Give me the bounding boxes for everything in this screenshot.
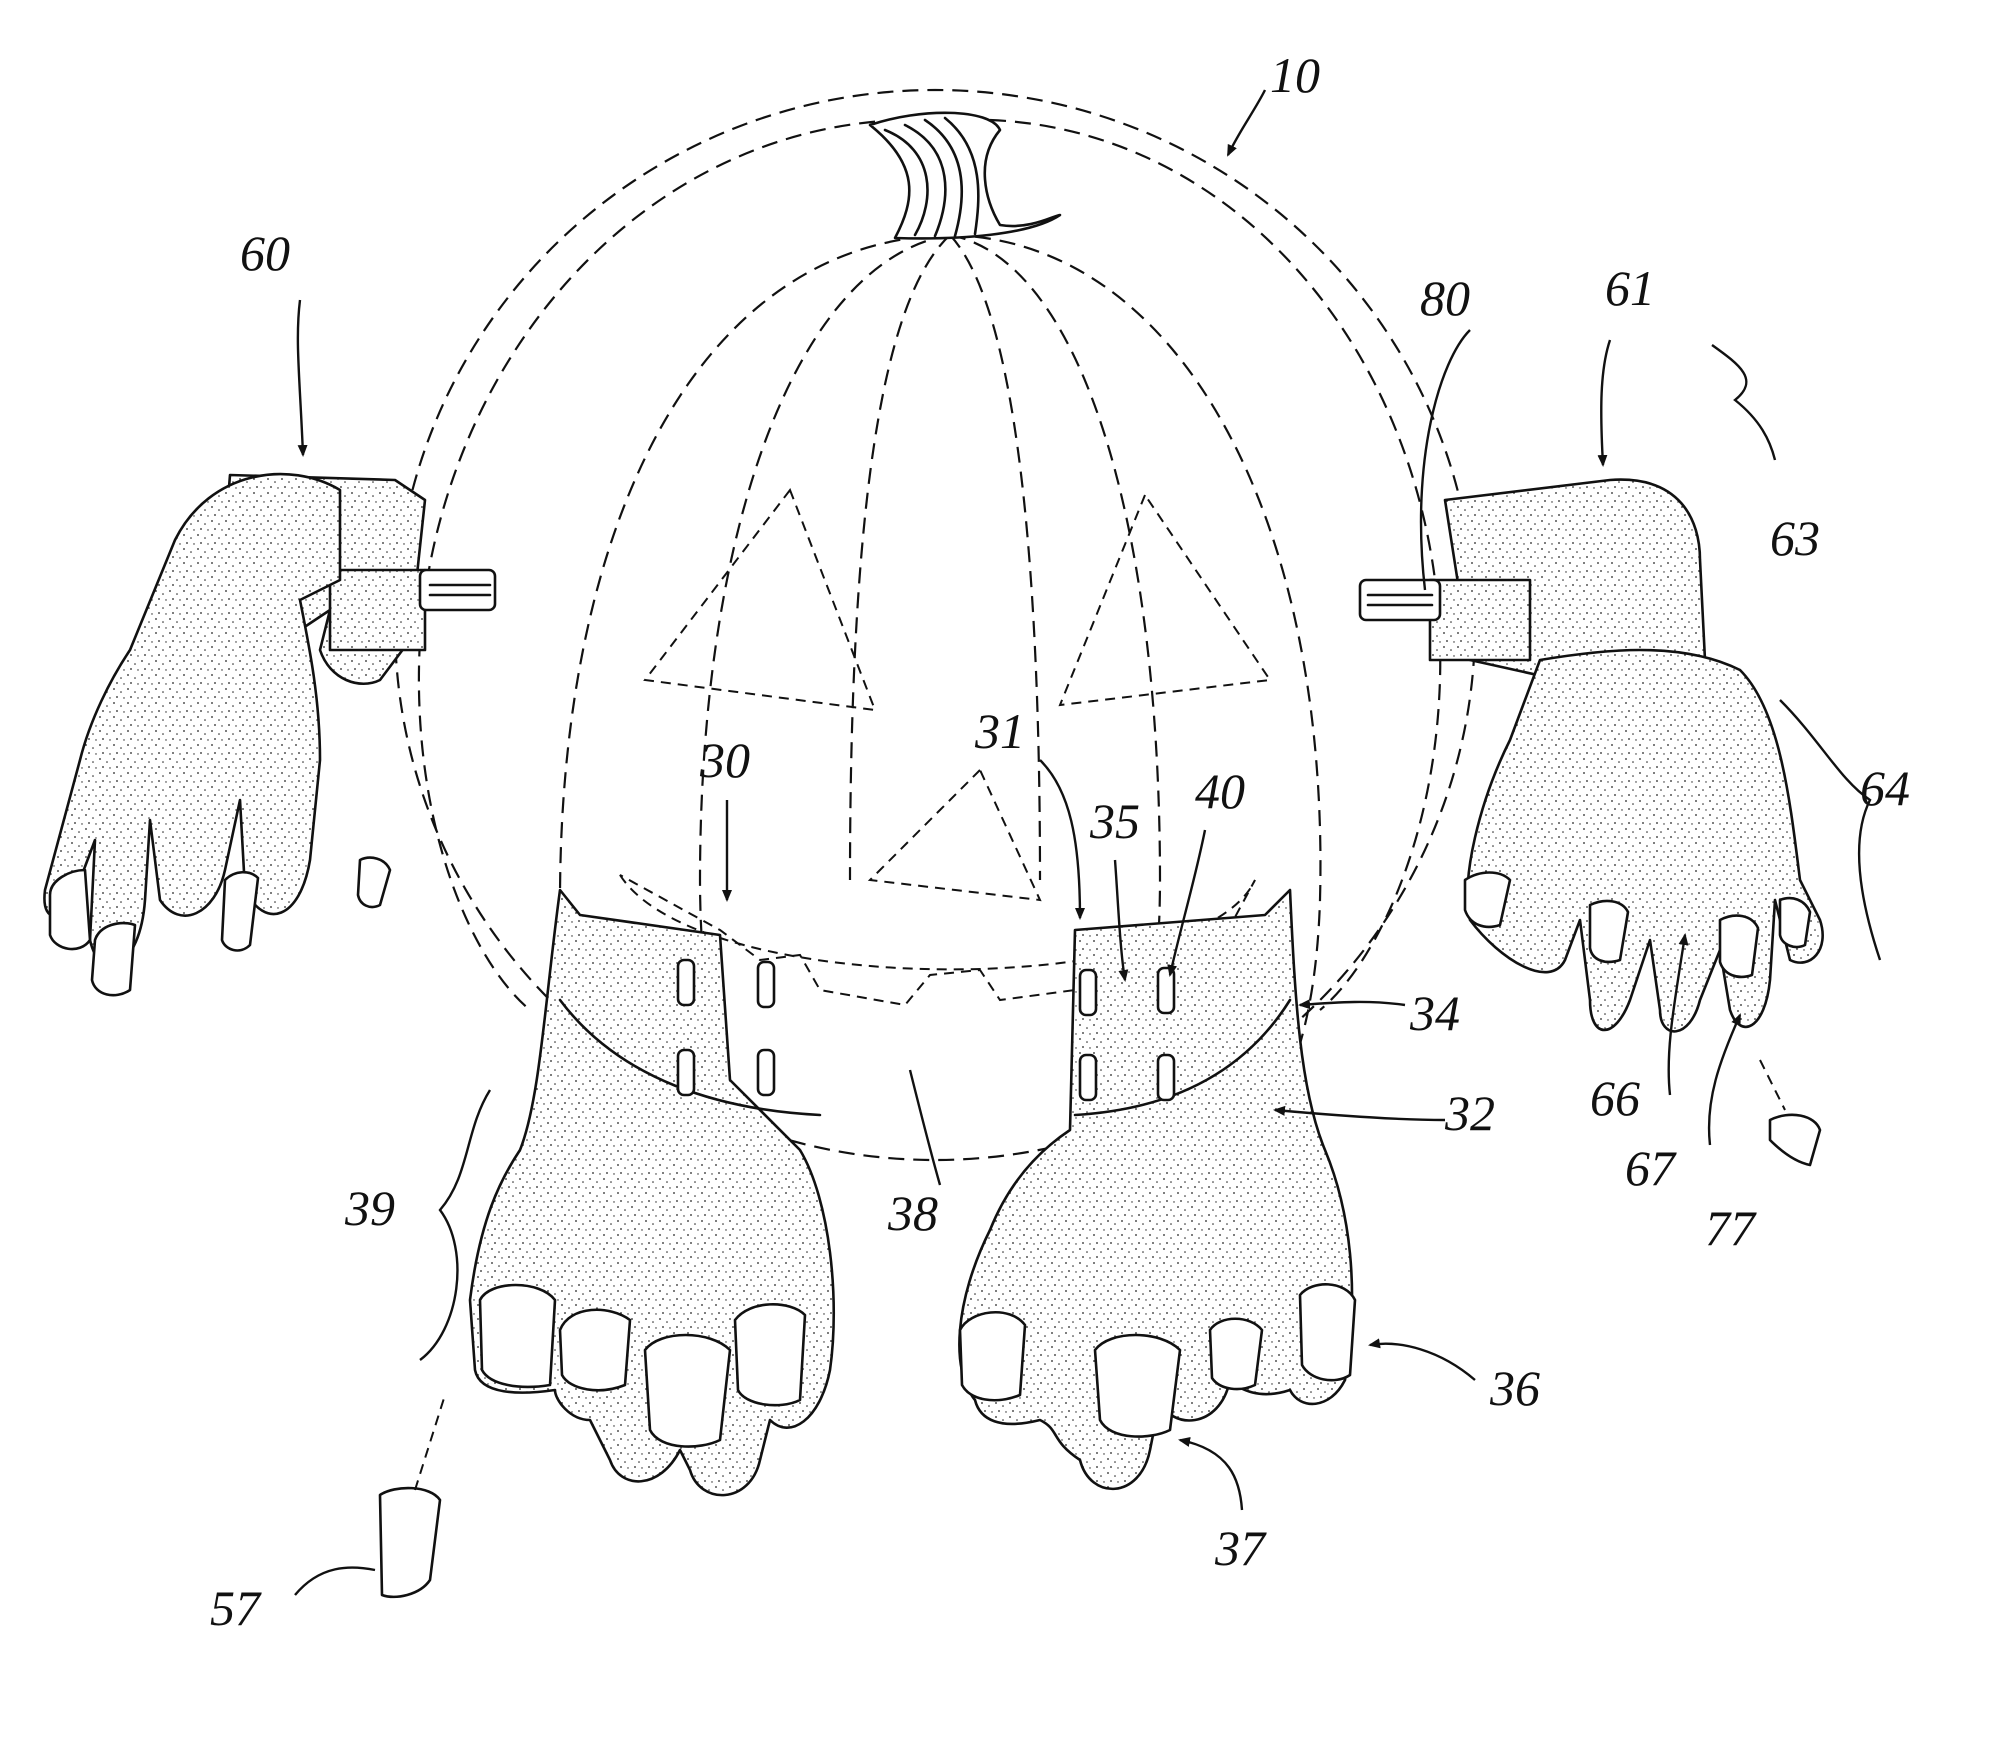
label-40: 40 [1195,763,1245,819]
right-lower-foot [958,888,1357,1491]
left-upper-hand [43,472,497,997]
label-64: 64 [1860,760,1910,816]
label-60: 60 [240,225,290,281]
label-67: 67 [1625,1140,1677,1196]
pumpkin-outline [393,88,1477,1162]
label-31: 31 [974,703,1025,759]
label-35: 35 [1089,793,1140,849]
label-57: 57 [210,1580,262,1636]
label-38: 38 [887,1185,938,1241]
leader-lines [294,89,1882,1596]
label-61: 61 [1605,260,1655,316]
label-36: 36 [1489,1360,1540,1416]
loose-nail-57 [378,1394,446,1599]
right-upper-hand [1358,478,1824,1033]
label-30: 30 [699,732,750,788]
label-66: 66 [1590,1070,1640,1126]
label-39: 39 [344,1180,395,1236]
label-37: 37 [1214,1520,1267,1576]
label-32: 32 [1444,1085,1495,1141]
label-77: 77 [1705,1200,1757,1256]
label-63: 63 [1770,510,1820,566]
label-10: 10 [1270,47,1320,103]
left-lower-foot [468,888,836,1497]
loose-nail-77 [1759,1059,1822,1167]
label-80: 80 [1420,270,1470,326]
label-34: 34 [1409,985,1460,1041]
pumpkin-stem [868,111,1062,240]
reference-numerals: 10 60 61 80 63 64 30 31 35 40 34 32 39 3… [210,47,1910,1636]
